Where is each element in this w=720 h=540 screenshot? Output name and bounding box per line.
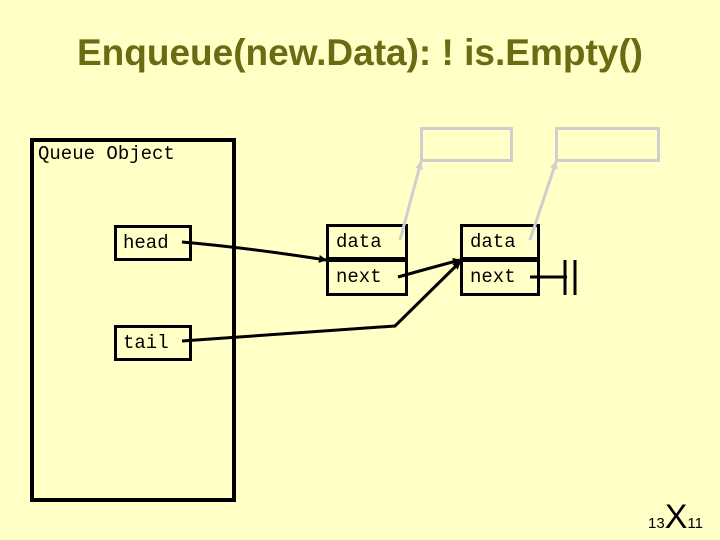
data-object-2 — [555, 127, 660, 162]
slide-number-middle: X — [664, 498, 688, 536]
node-2-data-cell: data — [460, 224, 540, 260]
queue-object-label: Queue Object — [38, 143, 175, 165]
node-1-next-cell: next — [326, 259, 408, 296]
tail-pointer-arrow — [181, 260, 462, 343]
data-object-1 — [420, 127, 513, 162]
queue-object-box — [30, 138, 236, 502]
node-1-next-arrow — [397, 257, 461, 279]
node-1-data-arrow — [398, 161, 424, 241]
tail-field: tail — [114, 325, 192, 361]
head-pointer-arrow — [181, 240, 327, 263]
slide-number-left: 13 — [648, 515, 665, 532]
node-1-data-cell: data — [326, 224, 408, 260]
node-2-data-arrow — [528, 161, 558, 241]
slide-number-right: 11 — [687, 515, 703, 532]
slide-number: 13X11 — [648, 500, 703, 534]
slide-title: Enqueue(new.Data): ! is.Empty() — [76, 32, 643, 73]
